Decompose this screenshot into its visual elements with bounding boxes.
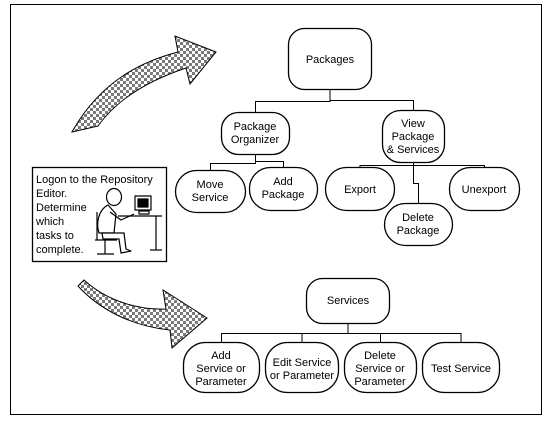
connector-package-organizer-to-add-package bbox=[255, 154, 284, 168]
node-label-line: Delete bbox=[364, 350, 396, 362]
node-label-line: Parameter bbox=[354, 376, 406, 388]
node-label-line: Edit Service bbox=[273, 357, 332, 369]
connector-lines bbox=[210, 89, 485, 343]
logon-note: Logon to the Repository Editor. Determin… bbox=[31, 166, 168, 263]
node-label-line: Services bbox=[327, 295, 370, 307]
node-label-line: Parameter bbox=[195, 376, 247, 388]
node-add-package: Add Package bbox=[248, 166, 319, 212]
node-services: Services bbox=[305, 277, 391, 325]
person-at-computer-icon bbox=[95, 187, 162, 255]
connector-view-package-services-to-export bbox=[359, 162, 414, 168]
node-label-line: Add bbox=[273, 176, 293, 188]
node-label-line: Service or bbox=[196, 363, 246, 375]
node-package-organizer-box bbox=[220, 111, 291, 156]
node-label-line: Package bbox=[234, 121, 277, 133]
connector-services-to-test-service bbox=[347, 323, 462, 343]
node-label-line: Package bbox=[262, 189, 305, 201]
logon-note-line: Determine bbox=[36, 202, 87, 214]
node-services-box bbox=[305, 277, 391, 325]
node-edit-service-parameter-box bbox=[264, 341, 340, 394]
node-label-line: Move bbox=[197, 179, 224, 191]
connector-view-package-services-to-delete-package bbox=[413, 162, 419, 204]
connector-packages-to-view-package-services bbox=[329, 89, 414, 111]
connector-package-organizer-to-move-service bbox=[210, 154, 256, 171]
node-unexport-box bbox=[448, 166, 521, 212]
logon-note-line: Logon to the Repository bbox=[36, 174, 153, 186]
node-delete-service-parameter: Delete Service or Parameter bbox=[343, 341, 418, 394]
node-view-package-services-box bbox=[381, 109, 446, 164]
node-label-line: or Parameter bbox=[270, 370, 335, 382]
node-move-service-box bbox=[174, 169, 247, 214]
node-move-service: Move Service bbox=[174, 169, 247, 214]
node-label-line: Delete bbox=[402, 212, 434, 224]
node-delete-package-box bbox=[383, 202, 454, 247]
node-label-line: Service or bbox=[355, 363, 405, 375]
upward-curved-arrow-icon bbox=[71, 35, 217, 133]
node-label-line: Add bbox=[211, 350, 231, 362]
diagram-frame bbox=[10, 4, 542, 415]
connector-packages-to-package-organizer bbox=[255, 89, 331, 113]
node-label-line: Package bbox=[397, 225, 440, 237]
node-delete-package: Delete Package bbox=[383, 202, 454, 247]
connector-services-to-edit-service-parameter bbox=[301, 323, 349, 343]
node-label-line: Test Service bbox=[431, 363, 491, 375]
node-test-service-box bbox=[421, 341, 501, 394]
logon-note-line: complete. bbox=[36, 244, 84, 256]
node-package-organizer: Package Organizer bbox=[220, 111, 291, 156]
node-label-line: View bbox=[401, 118, 425, 130]
node-packages-box bbox=[287, 27, 373, 91]
node-view-package-services: View Package & Services bbox=[381, 109, 446, 164]
node-label-line: Package bbox=[392, 131, 435, 143]
node-add-service-parameter: Add Service or Parameter bbox=[182, 341, 261, 394]
node-export-box bbox=[324, 166, 396, 212]
node-delete-service-parameter-box bbox=[343, 341, 418, 394]
node-edit-service-parameter: Edit Service or Parameter bbox=[264, 341, 340, 394]
node-label-line: Unexport bbox=[462, 184, 507, 196]
node-unexport: Unexport bbox=[448, 166, 521, 212]
logon-note-line: tasks to bbox=[36, 230, 74, 242]
logon-note-line: Editor. bbox=[36, 188, 67, 200]
node-label-line: Organizer bbox=[231, 134, 280, 146]
logon-note-line: which bbox=[35, 216, 64, 228]
node-label-line: & Services bbox=[387, 144, 440, 156]
node-label-line: Export bbox=[344, 184, 376, 196]
downward-curved-arrow-icon bbox=[77, 279, 208, 349]
node-add-package-box bbox=[248, 166, 319, 212]
node-add-service-parameter-box bbox=[182, 341, 261, 394]
node-test-service: Test Service bbox=[421, 341, 501, 394]
node-label-line: Packages bbox=[306, 54, 355, 66]
node-packages: Packages bbox=[287, 27, 373, 91]
node-export: Export bbox=[324, 166, 396, 212]
connector-view-package-services-to-unexport bbox=[413, 162, 485, 168]
node-label-line: Service bbox=[192, 192, 229, 204]
